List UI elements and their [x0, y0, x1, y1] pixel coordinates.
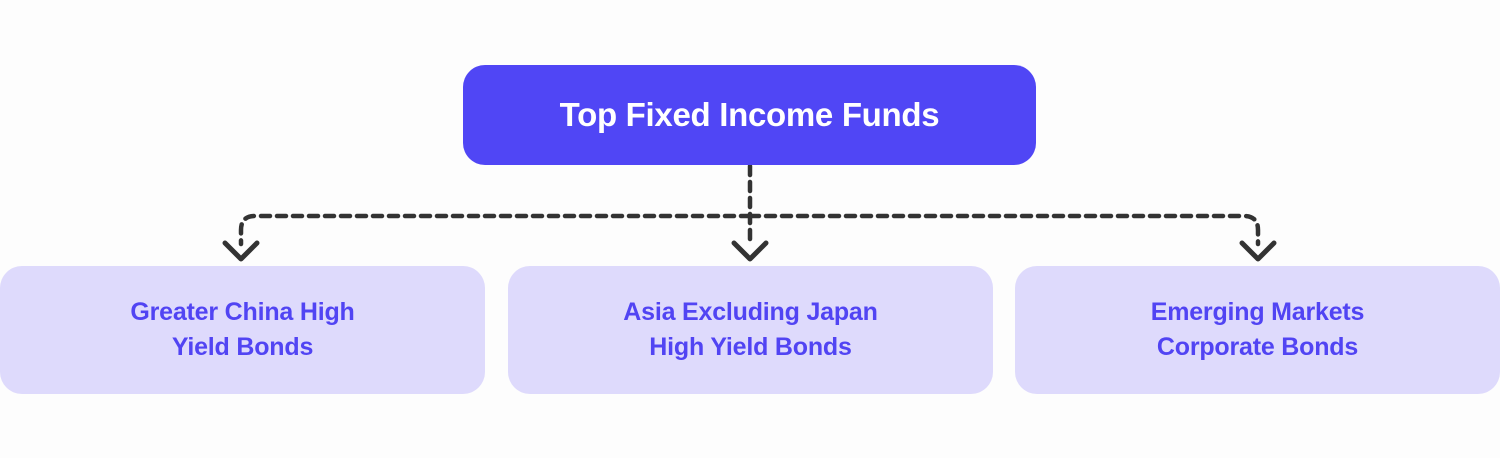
- arrowhead-child-0: [222, 240, 260, 262]
- leaf-node-label: Greater China High Yield Bonds: [130, 297, 355, 362]
- leaf-node-asia-excluding-japan-high-yield-bonds[interactable]: Asia Excluding Japan High Yield Bonds: [508, 266, 993, 394]
- leaf-node-label: Emerging Markets Corporate Bonds: [1150, 297, 1365, 362]
- leaf-node-emerging-markets-corporate-bonds[interactable]: Emerging Markets Corporate Bonds: [1015, 266, 1500, 394]
- root-node-label: Top Fixed Income Funds: [559, 96, 940, 134]
- connector-to-child-2: [747, 213, 1261, 247]
- arrowhead-child-1: [731, 240, 769, 262]
- arrowhead-child-2: [1239, 240, 1277, 262]
- root-node-top-fixed-income-funds[interactable]: Top Fixed Income Funds: [463, 65, 1036, 165]
- leaf-node-greater-china-high-yield-bonds[interactable]: Greater China High Yield Bonds: [0, 266, 485, 394]
- leaf-node-label: Asia Excluding Japan High Yield Bonds: [623, 297, 878, 362]
- connector-to-child-0: [238, 213, 753, 247]
